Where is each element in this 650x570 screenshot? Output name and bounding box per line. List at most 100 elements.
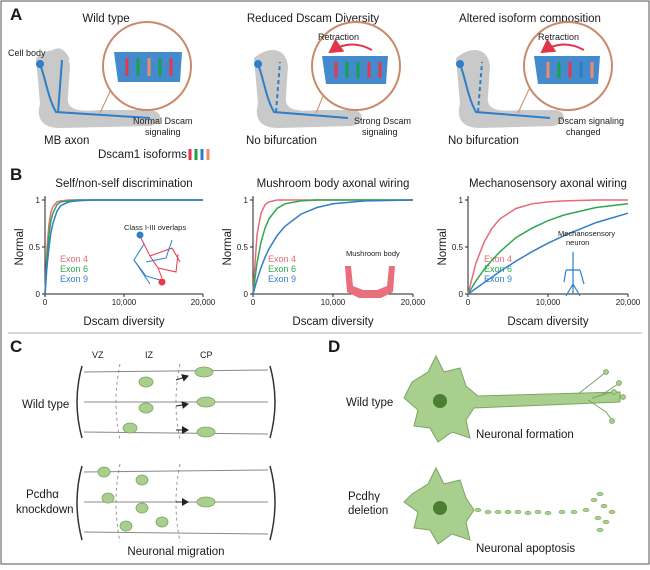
- retraction-label-1: Retraction: [318, 32, 359, 42]
- axon-fragment: [582, 507, 590, 513]
- y-tick-label: 0.5: [29, 243, 41, 252]
- d-wild-type-label: Wild type: [346, 397, 393, 409]
- chart-title: Mushroom body axonal wiring: [257, 178, 410, 190]
- y-axis-label: Normal: [437, 228, 449, 265]
- isoform-legend-label: Dscam1 isoforms: [98, 149, 187, 161]
- legend-entry: Exon 4: [484, 254, 512, 264]
- y-tick-label: 0: [36, 290, 41, 299]
- axon-fragment: [594, 515, 602, 521]
- axon-fragment: [570, 509, 578, 515]
- y-tick-label: 0: [459, 290, 464, 299]
- legend-entry: Exon 9: [484, 274, 512, 284]
- migration-knockdown: Pcdhα knockdown: [16, 463, 276, 543]
- a-reduced-neuron: Retraction No bifurcation Strong Dscam s…: [246, 21, 411, 147]
- class-overlaps-inset: Class I-III overlaps: [124, 223, 186, 286]
- a-wild-type-neuron: Cell body MB axon Normal Dscam signaling: [8, 21, 193, 147]
- series-line-exon-6: [252, 199, 413, 295]
- chart-title: Mechanosensory axonal wiring: [469, 178, 627, 190]
- inset-mechanosensory-1: Mechanosensory: [558, 229, 615, 238]
- zone-vz: VZ: [92, 350, 104, 360]
- legend-entry: Exon 6: [268, 264, 296, 274]
- panel-label-c: C: [10, 337, 22, 356]
- axon-fragment: [602, 519, 610, 525]
- series-line-exon-9: [252, 199, 414, 295]
- axon-fragment: [544, 510, 552, 516]
- x-tick-label: 10,000: [321, 298, 346, 307]
- y-tick-label: 1: [244, 196, 249, 205]
- panel-label-a: A: [10, 5, 22, 24]
- mb-axon-label: MB axon: [44, 135, 89, 147]
- a-altered-neuron: Retraction No bifurcation Dscam signalin…: [448, 21, 624, 147]
- x-tick-label: 0: [251, 298, 256, 307]
- axon-fragment: [474, 507, 482, 513]
- c-knockdown-label-1: Pcdhα: [26, 489, 59, 501]
- axon-fragment: [596, 527, 604, 533]
- isoform-legend-bars: [188, 149, 210, 160]
- series-line-exon-9: [467, 212, 629, 295]
- inset-class-overlaps: Class I-III overlaps: [124, 223, 186, 232]
- y-tick-label: 1: [36, 196, 41, 205]
- axon-fragment: [600, 503, 608, 509]
- x-tick-label: 0: [43, 298, 48, 307]
- c-wild-type-label: Wild type: [22, 399, 69, 411]
- axon-fragment: [504, 509, 512, 515]
- a-title-reduced-diversity: Reduced Dscam Diversity: [247, 13, 380, 25]
- series-line-exon-9: [44, 199, 203, 295]
- axon-fragment: [534, 509, 542, 515]
- zone-cp: CP: [200, 350, 213, 360]
- x-tick-label: 20,000: [616, 298, 641, 307]
- y-tick-label: 0.5: [237, 243, 249, 252]
- chart-3: Mechanosensory axonal wiring 0 10,000 20,00…: [437, 178, 641, 328]
- y-tick-label: 0: [244, 290, 249, 299]
- axon-fragment: [514, 509, 522, 515]
- chart-title: Self/non-self discrimination: [55, 178, 192, 190]
- series-line-exon-6: [467, 203, 629, 295]
- no-bifurcation-label-1: No bifurcation: [246, 135, 317, 147]
- mechanosensory-inset: Mechanosensory neuron: [558, 229, 615, 297]
- series-line-exon-4: [467, 199, 628, 295]
- axon-fragment: [608, 509, 616, 515]
- retraction-label-2: Retraction: [538, 32, 579, 42]
- chart-2: Mushroom body axonal wiring 0 10,000 20,000…: [222, 178, 426, 328]
- cell-body-label: Cell body: [8, 48, 46, 58]
- legend-entry: Exon 9: [60, 274, 88, 284]
- legend-entry: Exon 9: [268, 274, 296, 284]
- x-tick-label: 10,000: [536, 298, 561, 307]
- mushroom-body-inset: Mushroom body: [345, 249, 400, 298]
- legend-entry: Exon 4: [60, 254, 88, 264]
- axon-fragment: [484, 509, 492, 515]
- legend-entry: Exon 6: [484, 264, 512, 274]
- inset-mechanosensory-2: neuron: [566, 238, 589, 247]
- a-signal-changed-1: Dscam signaling: [558, 116, 624, 126]
- a-signal-strong-2: signaling: [362, 127, 398, 137]
- a-signal-strong-1: Strong Dscam: [354, 116, 411, 126]
- legend-entry: Exon 4: [268, 254, 296, 264]
- no-bifurcation-label-2: No bifurcation: [448, 135, 519, 147]
- y-axis-label: Normal: [222, 228, 234, 265]
- y-axis-label: Normal: [14, 228, 26, 265]
- chart-group: Self/non-self discrimination 0 10,000 20,00…: [14, 178, 641, 328]
- d-caption-apoptosis: Neuronal apoptosis: [476, 543, 575, 555]
- x-tick-label: 0: [466, 298, 471, 307]
- migration-wild-type: Wild type: [22, 363, 276, 441]
- d-caption-formation: Neuronal formation: [476, 429, 574, 441]
- axon-fragment: [524, 510, 532, 516]
- x-tick-label: 20,000: [401, 298, 426, 307]
- zone-iz: IZ: [145, 350, 154, 360]
- x-axis-label: Dscam diversity: [507, 316, 588, 328]
- d-deletion-label-2: deletion: [348, 505, 388, 517]
- a-signal-normal-2: signaling: [145, 127, 181, 137]
- legend-entry: Exon 6: [60, 264, 88, 274]
- c-caption: Neuronal migration: [127, 546, 224, 558]
- neuron-apoptosis-drawing: [403, 466, 616, 545]
- a-signal-normal-1: Normal Dscam: [133, 116, 193, 126]
- y-tick-label: 1: [459, 196, 464, 205]
- axon-fragment: [590, 497, 598, 503]
- axon-fragment: [494, 509, 502, 515]
- axon-fragment: [558, 509, 566, 515]
- x-tick-label: 10,000: [112, 298, 137, 307]
